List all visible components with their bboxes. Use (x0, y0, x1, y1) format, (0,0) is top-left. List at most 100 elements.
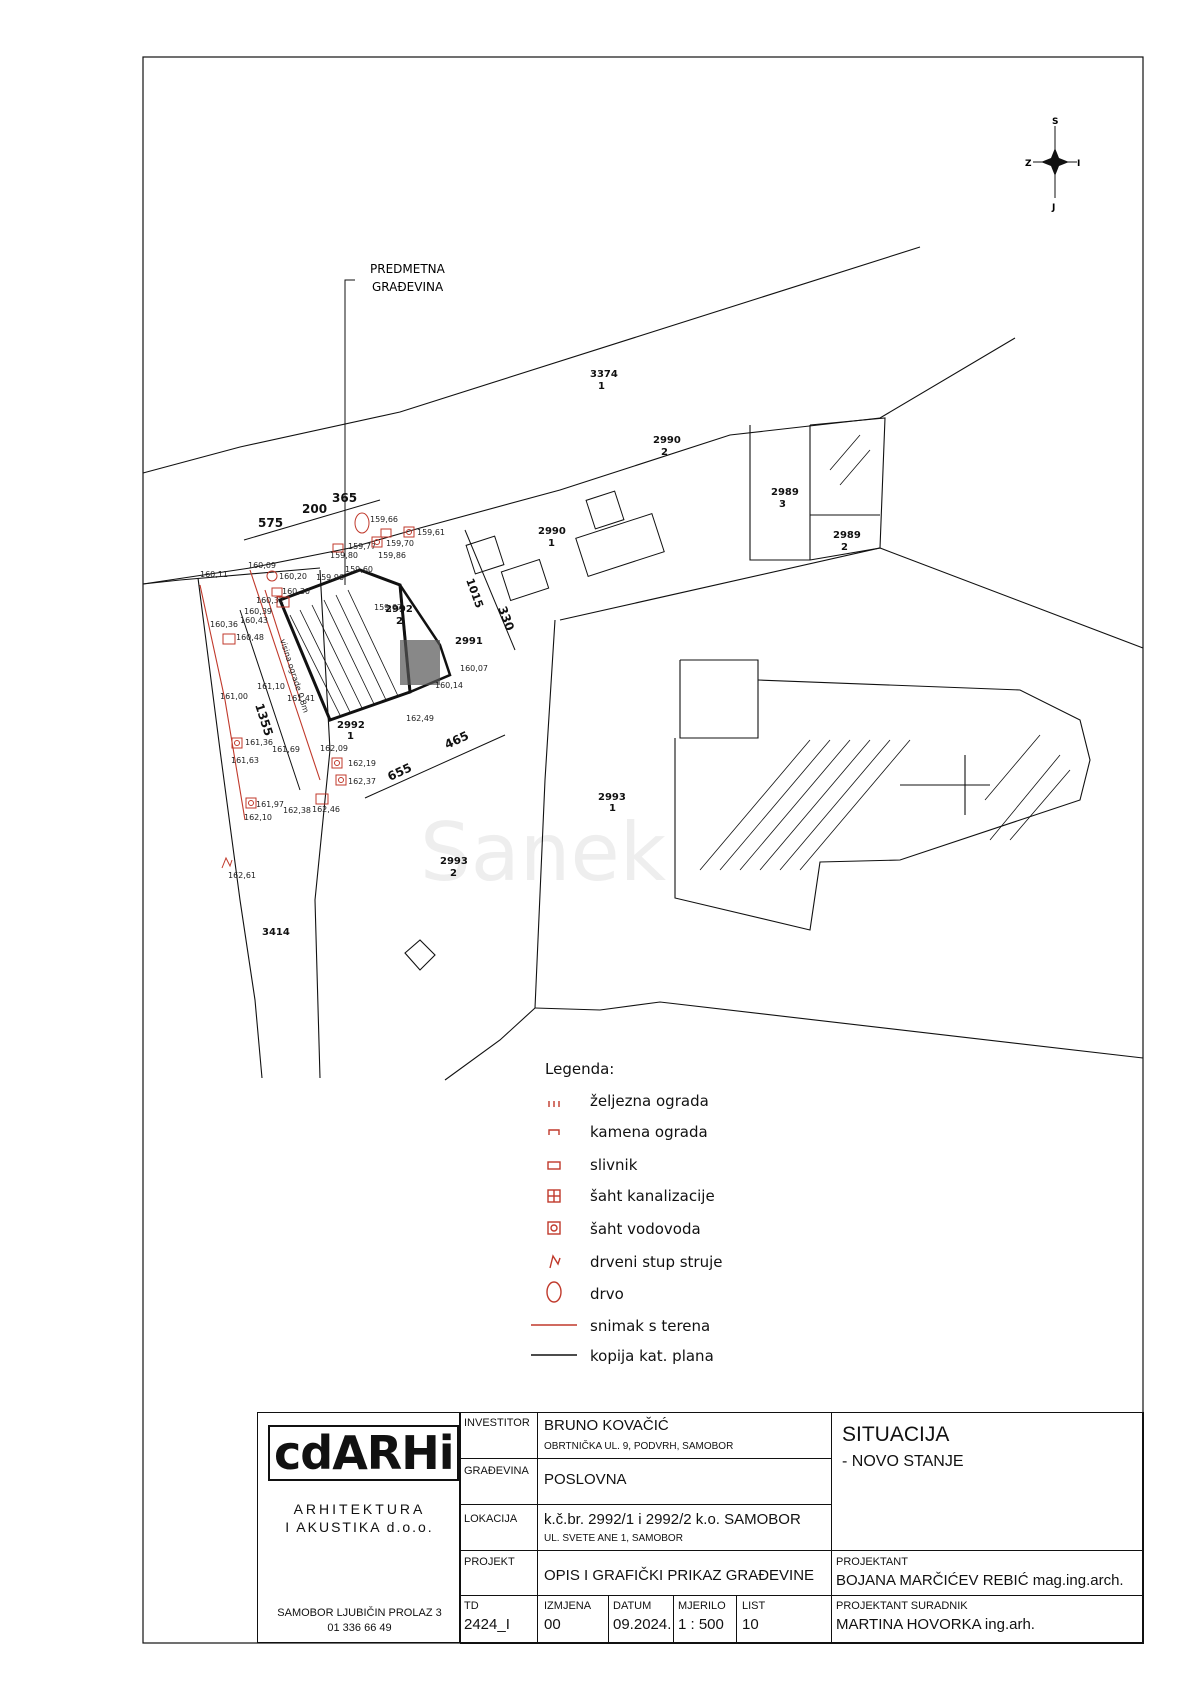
elev: 160,36 (210, 620, 238, 629)
elev: 160,30 (282, 587, 310, 596)
parcel-2989-2-bottom: 2 (841, 542, 848, 553)
dim-330: 330 (495, 604, 517, 632)
elev: 161,00 (220, 692, 248, 701)
elev: 162,61 (228, 871, 256, 880)
list-cell: LIST 10 (736, 1595, 832, 1644)
parcel-2989-3-bottom: 3 (779, 499, 786, 510)
sheet-subtitle: - NOVO STANJE (842, 1453, 964, 1470)
gradevina-label-cell: GRAĐEVINA (460, 1458, 538, 1505)
parcel-2992-1-bottom: 1 (347, 731, 354, 742)
cadastre-lines (142, 246, 1144, 1081)
compass-west: Z (1025, 159, 1032, 169)
compass-south: J (1051, 203, 1055, 213)
parcel-3414: 3414 (262, 927, 290, 938)
elev: 160,32 (256, 596, 284, 605)
parcel-2993-1-bottom: 1 (609, 803, 616, 814)
company-name-line2: I AKUSTIKA d.o.o. (285, 1519, 434, 1535)
compass-north: S (1052, 117, 1058, 127)
company-address: SAMOBOR LJUBIČIN PROLAZ 3 (277, 1607, 442, 1619)
legend-title: Legenda: (545, 1060, 614, 1078)
fence-stone-icon (548, 1129, 560, 1135)
elev: 161,10 (257, 682, 285, 691)
investitor-name: BRUNO KOVAČIĆ (544, 1417, 669, 1434)
projektant-label: PROJEKTANT (836, 1556, 908, 1568)
elev: 162,49 (406, 714, 434, 723)
elev: 162,46 (312, 805, 340, 814)
elev: 161,63 (231, 756, 259, 765)
lokacija-value: k.č.br. 2992/1 i 2992/2 k.o. SAMOBOR (544, 1511, 801, 1528)
projektant-value: BOJANA MARČIĆEV REBIĆ mag.ing.arch. (836, 1572, 1124, 1589)
dim-655: 655 (385, 760, 414, 783)
wooden-pole-icon (549, 1254, 561, 1269)
drain-icon (547, 1161, 561, 1170)
gradevina-value: POSLOVNA (544, 1471, 627, 1488)
company-name-line1: ARHITEKTURA (293, 1501, 426, 1517)
title-block: cdARHi ARHITEKTURA I AKUSTIKA d.o.o. SAM… (257, 1412, 1144, 1644)
sheet-title: SITUACIJA (842, 1423, 950, 1446)
elev: 161,97 (256, 800, 284, 809)
elev: 160,07 (460, 664, 488, 673)
projekt-label-cell: PROJEKT (460, 1550, 538, 1596)
parcel-2993-2-top: 2993 (440, 856, 468, 867)
td-label: TD (464, 1600, 479, 1612)
parcel-3374-bottom: 1 (598, 381, 605, 392)
parcel-2992-1-top: 2992 (337, 720, 365, 731)
legend-label: šaht vodovoda (590, 1220, 701, 1238)
legend-label: šaht kanalizacije (590, 1187, 715, 1205)
parcel-2990-1-top: 2990 (538, 526, 566, 537)
investitor-address: OBRTNIČKA UL. 9, PODVRH, SAMOBOR (544, 1441, 734, 1452)
mjerilo-cell: MJERILO 1 : 500 (673, 1595, 737, 1644)
legend-label: slivnik (590, 1156, 638, 1174)
elev: 160,48 (236, 633, 264, 642)
legend-label: snimak s terena (590, 1317, 710, 1335)
water-manhole-icon (547, 1221, 561, 1235)
subject-pointer: PREDMETNA GRAĐEVINA (344, 262, 446, 585)
pointer-label-line2: GRAĐEVINA (372, 280, 444, 294)
legend: Legenda: željezna ograda kamena ograda s… (545, 1060, 723, 1365)
parcel-2990-2-bottom: 2 (661, 447, 668, 458)
elev: 160,09 (248, 561, 276, 570)
survey-symbols (221, 512, 415, 869)
datum-label: DATUM (613, 1600, 652, 1612)
parcel-2993-1-top: 2993 (598, 792, 626, 803)
legend-symbols (531, 1101, 577, 1356)
elev: 161,41 (287, 694, 315, 703)
parcel-2991: 2991 (455, 636, 483, 647)
parcel-2993-2-bottom: 2 (450, 868, 457, 879)
elev: 160,39 (244, 607, 272, 616)
izmjena-cell: IZMJENA 00 (537, 1595, 609, 1644)
parcel-3374-top: 3374 (590, 369, 618, 380)
elev: 159,66 (370, 515, 398, 524)
investitor-label: INVESTITOR (464, 1417, 530, 1429)
dim-1015: 1015 (463, 577, 486, 610)
datum-cell: DATUM 09.2024. (608, 1595, 674, 1644)
elev: 159,77 (348, 542, 376, 551)
sheet-title-cell: SITUACIJA - NOVO STANJE (831, 1412, 1144, 1551)
dim-465: 465 (442, 728, 471, 751)
dim-365: 365 (332, 491, 357, 505)
church-hatch (699, 434, 1071, 871)
legend-label: željezna ograda (590, 1092, 709, 1110)
gradevina-value-cell: POSLOVNA (537, 1458, 832, 1505)
elev: 159,70 (386, 539, 414, 548)
elev: 162,19 (348, 759, 376, 768)
parcel-2989-3-top: 2989 (771, 487, 799, 498)
izmjena-label: IZMJENA (544, 1600, 592, 1612)
elev: 162,38 (283, 806, 311, 815)
elev: 159,60 (345, 565, 373, 574)
legend-label: kopija kat. plana (590, 1347, 714, 1365)
investitor-value-cell: BRUNO KOVAČIĆ OBRTNIČKA UL. 9, PODVRH, S… (537, 1412, 832, 1459)
list-value: 10 (742, 1616, 759, 1633)
elev: 159,96 (316, 573, 344, 582)
dimension-lines (239, 499, 516, 799)
elev: 160,20 (279, 572, 307, 581)
suradnik-value: MARTINA HOVORKA ing.arh. (836, 1616, 1035, 1633)
suradnik-label: PROJEKTANT SURADNIK (836, 1600, 968, 1612)
subject-building (278, 568, 452, 722)
parcel-2990-1-bottom: 1 (548, 538, 555, 549)
mjerilo-label: MJERILO (678, 1600, 726, 1612)
projekt-value-cell: OPIS I GRAFIČKI PRIKAZ GRAĐEVINE (537, 1550, 832, 1596)
gradevina-label: GRAĐEVINA (464, 1465, 529, 1477)
